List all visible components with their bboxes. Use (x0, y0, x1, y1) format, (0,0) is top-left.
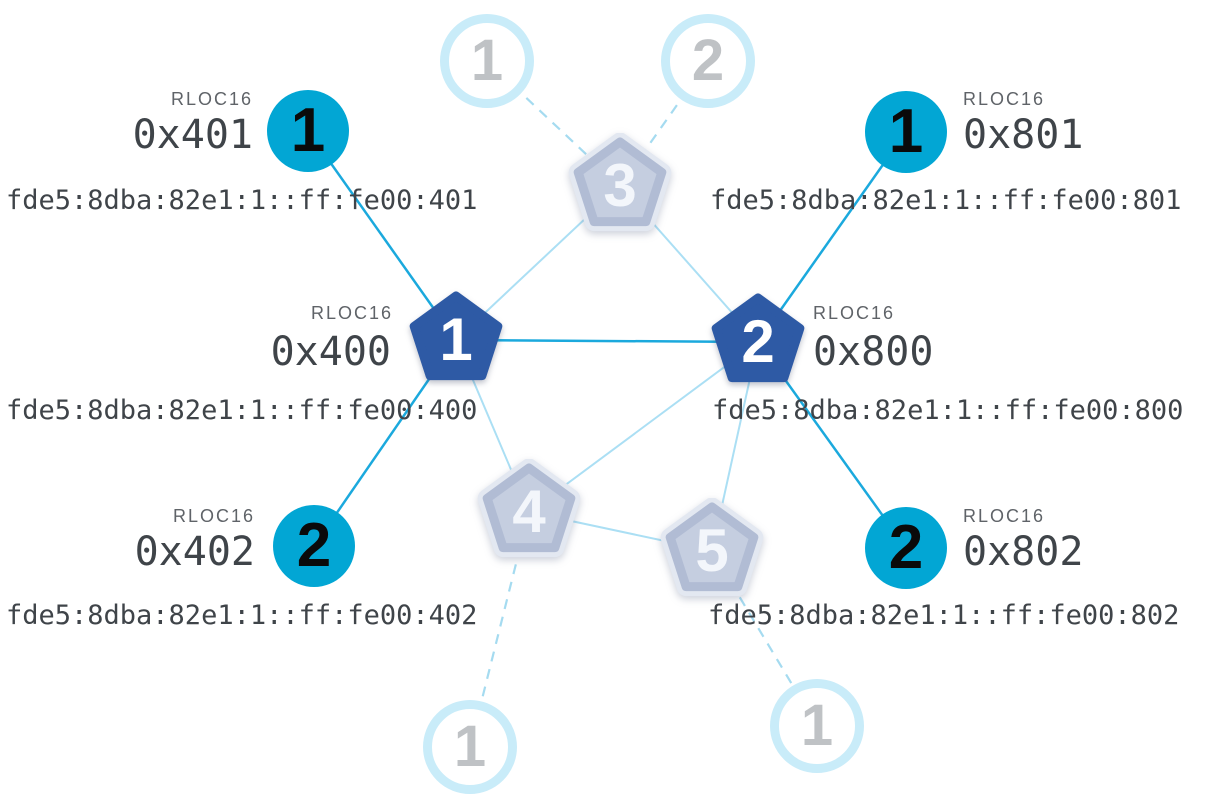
rloc16-caption-router2: RLOC16 (813, 303, 896, 323)
child-label: 1 (470, 28, 504, 93)
edge-router2-router4 (528, 341, 759, 513)
child-node-faded-bottom-1[interactable]: 1 (423, 700, 517, 794)
router-label: 1 (439, 306, 473, 373)
router-label: 3 (603, 152, 637, 219)
child-node-402[interactable]: 2 (273, 505, 355, 587)
router-node-5[interactable]: 5 (657, 498, 767, 604)
router-node-1[interactable]: 1 (401, 287, 511, 393)
rloc16-caption-child402: RLOC16 (172, 506, 255, 526)
rloc16-caption-child801: RLOC16 (963, 89, 1046, 109)
ipv6-address-child801: fde5:8dba:82e1:1::ff:fe00:801 (710, 185, 1182, 216)
child-label: 1 (453, 714, 487, 779)
child-label: 2 (691, 28, 725, 93)
rloc16-value-child801: 0x801 (963, 112, 1084, 158)
child-node-faded-top-1[interactable]: 1 (440, 14, 534, 108)
router-node-2[interactable]: 2 (703, 289, 813, 395)
ipv6-address-router2: fde5:8dba:82e1:1::ff:fe00:800 (712, 395, 1184, 426)
ipv6-address-router1: fde5:8dba:82e1:1::ff:fe00:400 (6, 395, 478, 426)
rloc16-value-child402: 0x402 (134, 529, 255, 575)
ipv6-address-child802: fde5:8dba:82e1:1::ff:fe00:802 (708, 600, 1180, 631)
pentagon-shape-icon (660, 498, 764, 597)
router-label: 5 (695, 517, 729, 584)
router-node-3[interactable]: 3 (565, 133, 675, 239)
rloc16-caption-router1: RLOC16 (310, 303, 393, 323)
pentagon-shape-icon (711, 293, 805, 383)
child-label: 2 (296, 511, 332, 580)
rloc16-value-router2: 0x800 (813, 329, 934, 375)
child-label: 1 (800, 693, 834, 758)
child-label: 1 (888, 97, 924, 166)
child-node-801[interactable]: 1 (865, 91, 947, 173)
router-label: 4 (512, 478, 546, 545)
edge-router1-router2 (455, 338, 759, 344)
pentagon-shape-icon (409, 291, 503, 381)
router-node-4[interactable]: 4 (474, 459, 584, 565)
pentagon-shape-icon (477, 459, 581, 558)
child-node-401[interactable]: 1 (267, 90, 349, 172)
edge-child801-router2 (756, 131, 908, 343)
child-node-faded-bottom-2[interactable]: 1 (770, 679, 864, 773)
edge-child401-router1 (306, 130, 458, 341)
rloc16-caption-child401: RLOC16 (170, 89, 253, 109)
ipv6-address-child401: fde5:8dba:82e1:1::ff:fe00:401 (6, 185, 478, 216)
child-node-faded-top-2[interactable]: 2 (661, 14, 755, 108)
child-node-802[interactable]: 2 (865, 507, 947, 589)
child-label: 1 (290, 96, 326, 165)
ipv6-address-child402: fde5:8dba:82e1:1::ff:fe00:402 (6, 600, 478, 631)
pentagon-shape-icon (568, 133, 672, 232)
child-label: 2 (888, 513, 924, 582)
rloc16-caption-child802: RLOC16 (963, 506, 1046, 526)
router-label: 2 (741, 308, 775, 375)
rloc16-value-router1: 0x400 (270, 329, 391, 375)
rloc16-value-child401: 0x401 (132, 112, 253, 158)
rloc16-value-child802: 0x802 (963, 529, 1084, 575)
